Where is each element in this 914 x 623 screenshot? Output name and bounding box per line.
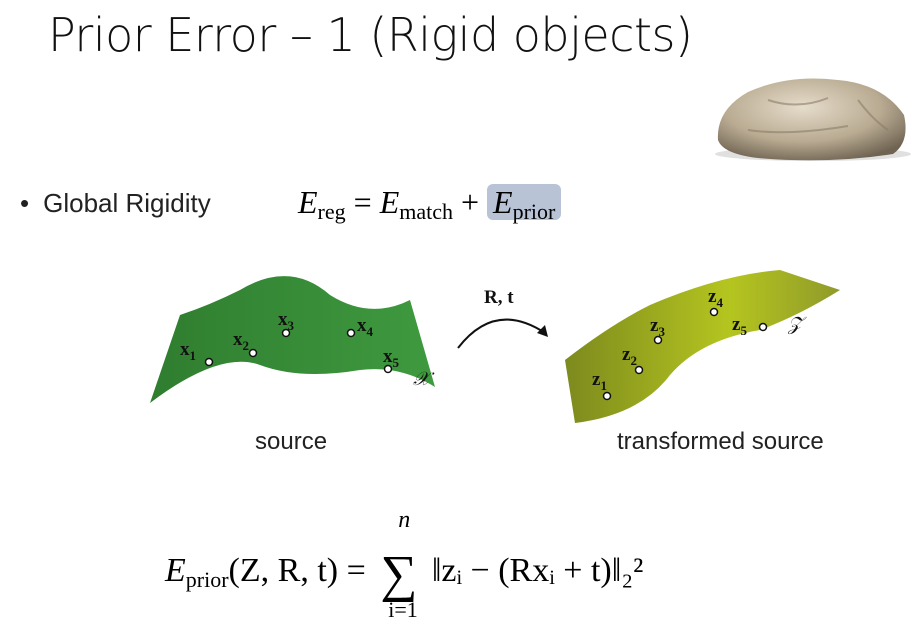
eq-sub: reg [317, 199, 346, 224]
eq-args: (Z, R, t) = [228, 552, 366, 589]
eq-symbol: E [298, 184, 318, 220]
eq-sub: match [399, 199, 453, 224]
eq-symbol: E [165, 552, 186, 589]
slide-title: Prior Error – 1 (Rigid objects) [48, 8, 693, 62]
svg-text:𝒵: 𝒵 [787, 314, 807, 335]
transform-label: R, t [484, 287, 514, 308]
bullet-text: Global Rigidity [43, 188, 211, 218]
eq-plus: + [461, 184, 480, 220]
eq-sub: prior [512, 199, 556, 224]
transformed-surface [565, 270, 840, 423]
eq-body: ‖zᵢ − (Rxᵢ + t)‖₂² [431, 552, 644, 589]
eq-symbol: E [379, 184, 400, 220]
eq-sub: prior [185, 567, 229, 592]
registration-equation: Ereg = Ematch + Eprior [298, 184, 562, 225]
sum-lower: i=1 [388, 597, 418, 622]
eq-symbol: E [493, 184, 513, 220]
prior-term-highlight: Eprior [487, 184, 562, 224]
source-surface [150, 276, 435, 403]
source-label: source [255, 428, 328, 455]
eq-equals: = [353, 184, 372, 220]
transformed-source-label: transformed source [617, 428, 824, 455]
rigid-transform-figure: x1 x2 x3 x4 x5 𝒳 R, t z1 z2 z3 z4 z5 𝒵 [150, 270, 840, 423]
bullet-global-rigidity: •Global Rigidity [20, 188, 211, 218]
sum-upper: n [398, 507, 411, 533]
rock-image [715, 78, 911, 161]
